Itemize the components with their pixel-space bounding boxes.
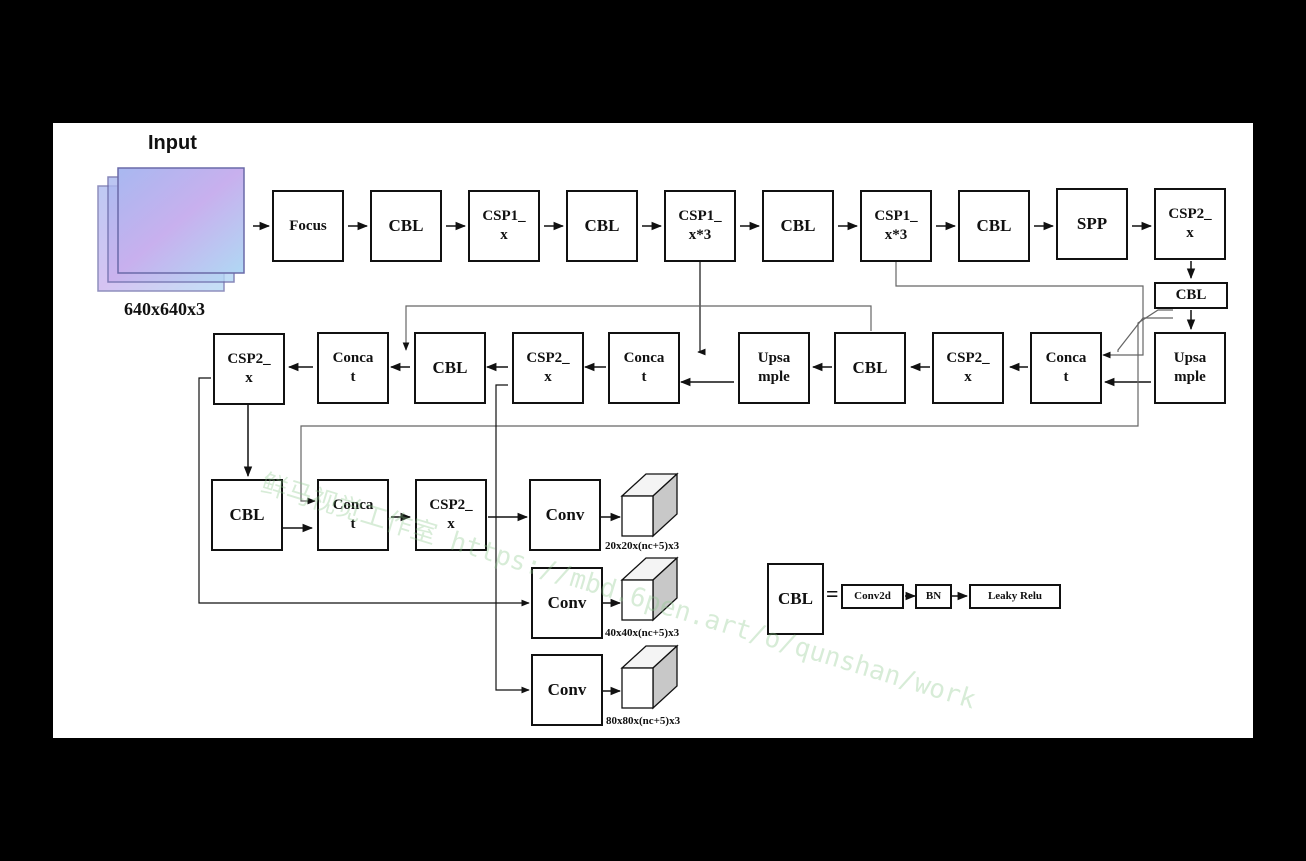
input-image-stack [97,167,245,292]
csp2-x-block-left: CSP2_ x [213,333,285,405]
output-cube-3 [620,644,679,710]
legend-conv2d-block: Conv2d [841,584,904,609]
output-label-1: 20x20x(nc+5)x3 [605,540,680,552]
conv-block-1: Conv [529,479,601,551]
diagram-canvas: Input 640x640x3 Focus CBL CSP1_ x CBL CS… [53,123,1253,738]
csp1-x-block: CSP1_ x [468,190,540,262]
connector-layer [97,167,1196,710]
csp1-x3-block-a: CSP1_ x*3 [664,190,736,262]
legend-cbl-block: CBL [767,563,824,635]
output-label-2: 40x40x(nc+5)x3 [605,627,680,639]
cbl-block-1: CBL [370,190,442,262]
cbl-block-4: CBL [958,190,1030,262]
concat-block-bottom: Conca t [317,479,389,551]
csp2-x-block-right: CSP2_ x [932,332,1004,404]
input-title: Input [148,132,197,154]
csp2-x-block-top: CSP2_ x [1154,188,1226,260]
output-cube-2 [620,556,679,622]
concat-block-left: Conca t [317,332,389,404]
output-label-3: 80x80x(nc+5)x3 [606,715,681,727]
cbl-block-bottom: CBL [211,479,283,551]
legend-equals: = [826,581,839,606]
upsample-block-right: Upsa mple [1154,332,1226,404]
cbl-block-small: CBL [1154,282,1228,309]
focus-block: Focus [272,190,344,262]
legend-leaky-relu-block: Leaky Relu [969,584,1061,609]
input-size-label: 640x640x3 [124,299,205,319]
concat-block-mid: Conca t [608,332,680,404]
csp2-x-block-bottom: CSP2_ x [415,479,487,551]
cbl-block-2: CBL [566,190,638,262]
cbl-block-mid: CBL [414,332,486,404]
spp-block: SPP [1056,188,1128,260]
cbl-block-3: CBL [762,190,834,262]
conv-block-2: Conv [531,567,603,639]
cbl-block-right: CBL [834,332,906,404]
concat-block-right: Conca t [1030,332,1102,404]
upsample-block-mid: Upsa mple [738,332,810,404]
output-cube-1 [620,472,679,538]
csp2-x-block-mid: CSP2_ x [512,332,584,404]
legend-bn-block: BN [915,584,952,609]
csp1-x3-block-b: CSP1_ x*3 [860,190,932,262]
conv-block-3: Conv [531,654,603,726]
